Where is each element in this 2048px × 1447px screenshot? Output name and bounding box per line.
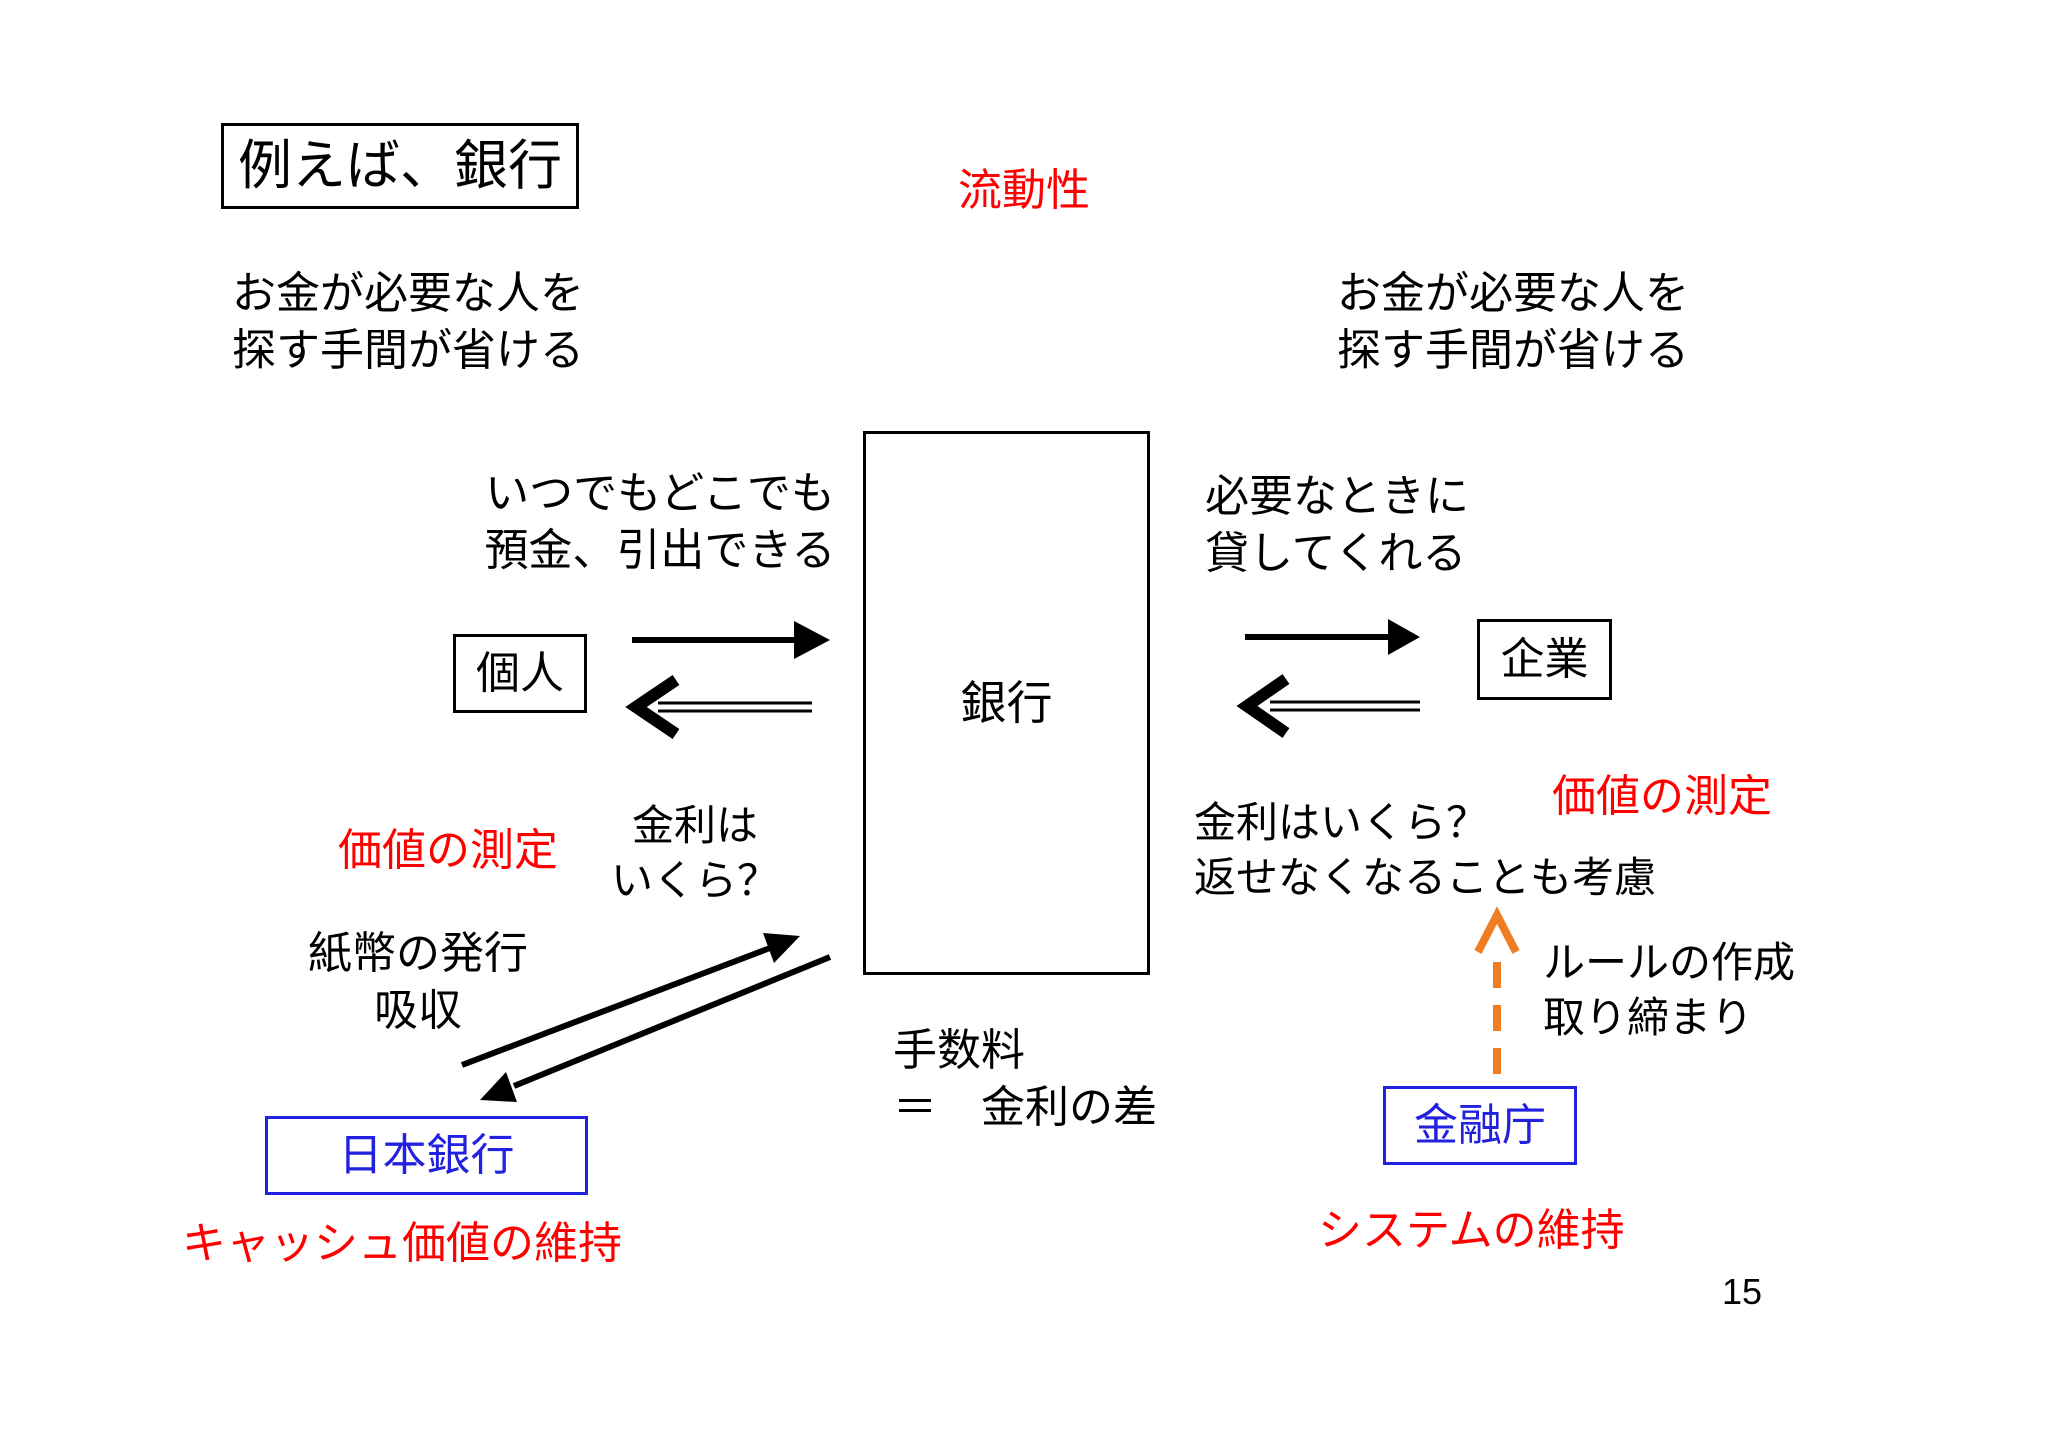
- bank-to-company-arrow: [1245, 619, 1420, 655]
- individual-label: 個人: [476, 649, 564, 698]
- title-box: 例えば、銀行: [221, 123, 579, 209]
- bank-label: 銀行: [960, 677, 1053, 729]
- value-measurement-left-label: 価値の測定: [338, 826, 558, 875]
- interest-question-right-note: 金利はいくら？ 返せなくなることも考慮: [1194, 795, 1656, 905]
- rules-line2: 取り締まり: [1543, 994, 1754, 1041]
- banknote-issuance-note: 紙幣の発行 吸収: [268, 925, 568, 1039]
- lend-when-needed-note: 必要なときに 貸してくれる: [1205, 468, 1469, 582]
- lend-when-needed-line1: 必要なときに: [1205, 472, 1469, 521]
- fsa-dashed-up-arrow: [1474, 906, 1520, 1074]
- rules-line1: ルールの作成: [1543, 939, 1796, 986]
- fee-line1: 手数料: [893, 1026, 1025, 1075]
- bank-to-individual-arrow: [625, 675, 812, 739]
- bank-box: 銀行: [863, 431, 1150, 975]
- deposit-anytime-line1: いつでもどこでも: [485, 469, 835, 518]
- benefit-right-line1: お金が必要な人を: [1337, 269, 1689, 318]
- banknote-line2: 吸収: [374, 986, 462, 1035]
- page-title: 例えば、銀行: [238, 136, 562, 196]
- fsa-label: 金融庁: [1414, 1101, 1546, 1150]
- benefit-right-note: お金が必要な人を 探す手間が省ける: [1337, 265, 1689, 379]
- benefit-left-note: お金が必要な人を 探す手間が省ける: [232, 265, 584, 379]
- individual-to-bank-arrow: [632, 621, 830, 659]
- lend-when-needed-line2: 貸してくれる: [1205, 529, 1467, 578]
- bank-of-japan-box: 日本銀行: [265, 1116, 588, 1195]
- fee-line2: ＝ 金利の差: [893, 1083, 1157, 1132]
- benefit-left-line1: お金が必要な人を: [232, 269, 584, 318]
- system-maintenance-label: システムの維持: [1318, 1206, 1625, 1255]
- interest-left-line2: いくら？: [610, 857, 779, 904]
- individual-box: 個人: [453, 634, 587, 713]
- benefit-right-line2: 探す手間が省ける: [1337, 326, 1689, 375]
- liquidity-label: 流動性: [958, 166, 1090, 215]
- company-label: 企業: [1500, 635, 1589, 684]
- page-number: 15: [1722, 1271, 1763, 1312]
- interest-right-line1: 金利はいくら？: [1194, 799, 1489, 846]
- deposit-anytime-note: いつでもどこでも 預金、引出できる: [450, 465, 870, 579]
- value-measurement-right-label: 価値の測定: [1552, 772, 1772, 821]
- interest-right-line2: 返せなくなることも考慮: [1194, 854, 1657, 901]
- fee-note: 手数料 ＝ 金利の差: [893, 1022, 1157, 1136]
- company-to-bank-arrow: [1236, 674, 1420, 738]
- interest-left-line1: 金利は: [631, 802, 758, 849]
- fsa-box: 金融庁: [1383, 1086, 1577, 1165]
- banknote-line1: 紙幣の発行: [308, 929, 528, 978]
- bank-of-japan-label: 日本銀行: [338, 1131, 515, 1180]
- rules-note: ルールの作成 取り締まり: [1543, 935, 1795, 1045]
- deposit-anytime-line2: 預金、引出できる: [484, 526, 836, 575]
- cash-value-maintenance-label: キャッシュ価値の維持: [182, 1219, 622, 1268]
- company-box: 企業: [1477, 619, 1612, 700]
- benefit-left-line2: 探す手間が省ける: [232, 326, 584, 375]
- interest-question-left-note: 金利は いくら？: [595, 798, 795, 908]
